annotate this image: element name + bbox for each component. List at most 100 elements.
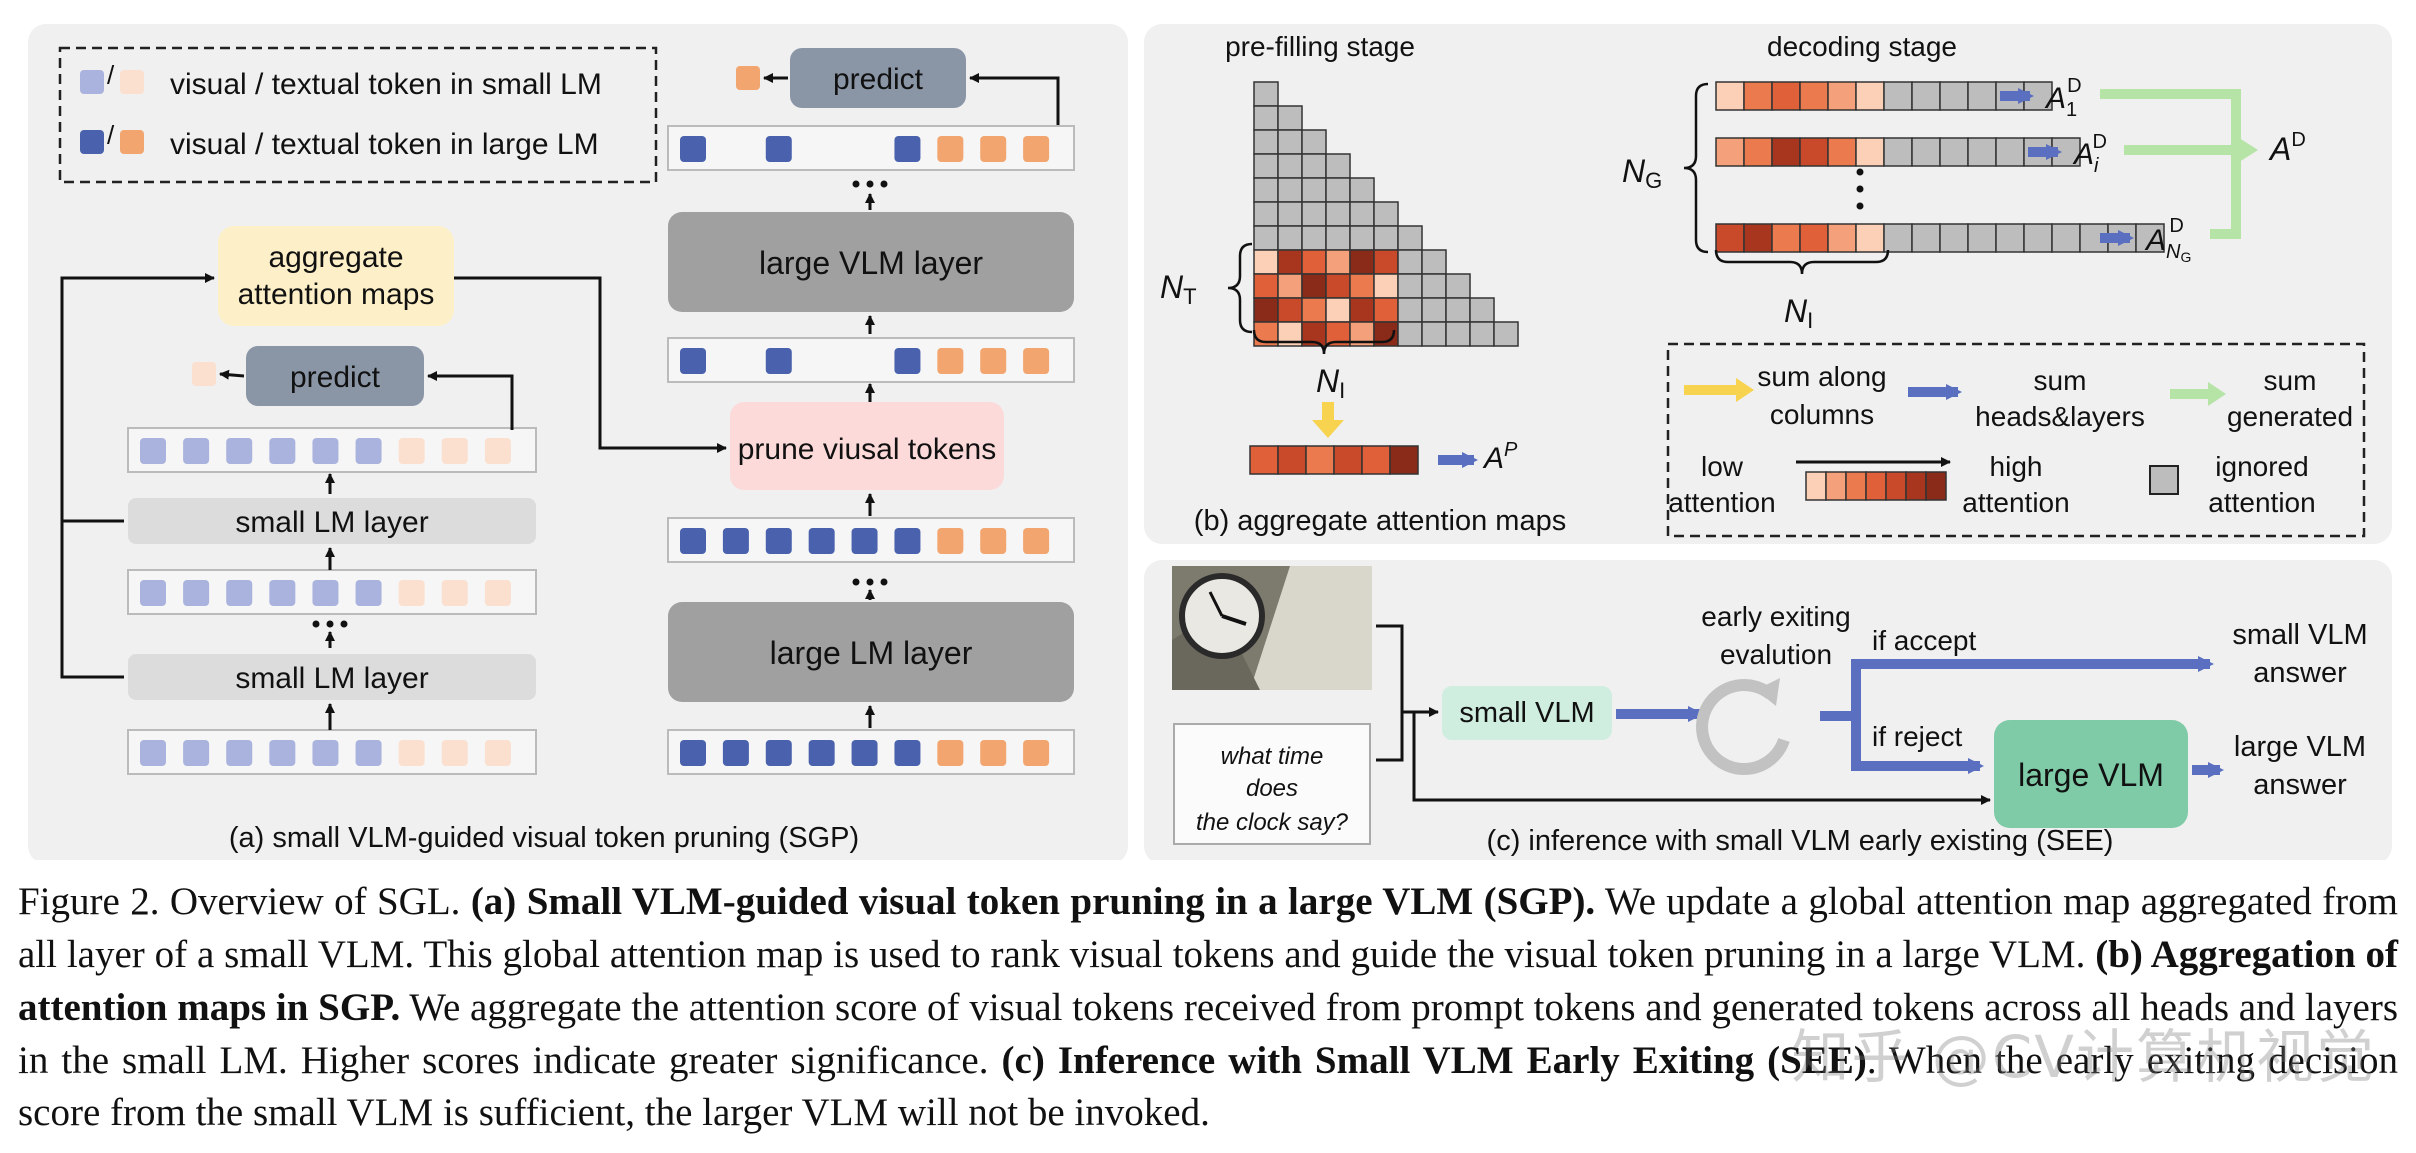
aggregated-cell — [1305, 445, 1335, 475]
token — [484, 438, 511, 464]
legend-sum-heads-2: heads&layers — [1975, 401, 2145, 432]
token — [937, 136, 964, 162]
attention-cell — [1301, 297, 1327, 323]
large-predict-label: predict — [833, 63, 924, 96]
attention-cell — [1277, 153, 1303, 179]
legend-ignored-1: ignored — [2215, 451, 2308, 482]
token — [398, 580, 425, 606]
attention-cell — [1349, 225, 1375, 251]
a1-label: A1D — [2044, 75, 2082, 121]
gradient-cell — [1865, 471, 1887, 501]
decode-cell — [1827, 81, 1857, 111]
nt-brace — [1227, 242, 1253, 334]
decode-cell — [1855, 81, 1885, 111]
small-predicted-token — [192, 362, 216, 386]
attention-cell — [1445, 273, 1471, 299]
token — [355, 580, 382, 606]
sum-columns-arrow — [1312, 402, 1344, 438]
large-predicted-token — [736, 66, 760, 90]
decode-cell — [1799, 223, 1829, 253]
attention-cell — [1349, 273, 1375, 299]
attention-cell — [1493, 321, 1519, 347]
attention-cell — [1253, 105, 1279, 131]
attention-cell — [1325, 297, 1351, 323]
token — [226, 438, 253, 464]
token — [441, 438, 468, 464]
token — [765, 740, 792, 766]
ad-label: AD — [2268, 129, 2306, 167]
caption-b-text: We aggregate the attention score of visu… — [18, 985, 2399, 1082]
ng-label: NG — [1622, 153, 1662, 193]
small-answer-2: answer — [2253, 657, 2347, 689]
ai-label: AiD — [2072, 131, 2107, 177]
decode-cell — [1771, 137, 1801, 167]
token — [183, 740, 210, 766]
attention-cell — [1469, 321, 1495, 347]
gradient-cell — [1885, 471, 1907, 501]
token — [1023, 528, 1050, 554]
legend-small-text-token — [120, 70, 144, 94]
aggregated-cell — [1361, 445, 1391, 475]
decode-ignored-cell — [1939, 223, 1969, 253]
attention-cell — [1421, 321, 1447, 347]
token — [1023, 348, 1050, 374]
large-vlm-box — [1994, 720, 2188, 828]
decode-cell — [1743, 81, 1773, 111]
large-answer-2: answer — [2253, 769, 2347, 801]
decode-ignored-cell — [1967, 137, 1997, 167]
small-vlm-box — [1442, 686, 1612, 740]
legend-high-1: high — [1990, 451, 2043, 482]
token — [226, 740, 253, 766]
sgl-overview-diagram: / visual / textual token in small LM / v… — [28, 24, 2392, 860]
token — [312, 740, 339, 766]
attention-cell — [1397, 297, 1423, 323]
token — [680, 348, 706, 374]
small-token-row-top — [127, 427, 537, 473]
attention-cell — [1301, 129, 1327, 155]
caption-lead: Figure 2. Overview of SGL. — [18, 880, 471, 923]
gradient-cell — [1825, 471, 1847, 501]
legend-large-visual-token — [80, 130, 104, 154]
token — [398, 438, 425, 464]
small-lm-layer-bottom — [128, 654, 536, 700]
decode-ellipsis-dot-2 — [1856, 185, 1864, 193]
decode-cell — [1743, 223, 1773, 253]
small-answer-1: small VLM — [2232, 619, 2367, 651]
decode-cell — [1827, 223, 1857, 253]
token — [851, 740, 878, 766]
prefill-attention-matrix — [1253, 81, 1519, 347]
small-vlm-label: small VLM — [1459, 697, 1594, 729]
decode-cell — [1799, 81, 1829, 111]
green-arrowhead — [2236, 136, 2258, 164]
attention-cell — [1325, 249, 1351, 275]
token — [680, 136, 706, 162]
decode-ignored-cell — [1883, 137, 1913, 167]
attention-cell — [1253, 225, 1279, 251]
attention-cell — [1421, 297, 1447, 323]
token — [894, 528, 921, 554]
attention-cell — [1373, 273, 1399, 299]
attention-cell — [1421, 249, 1447, 275]
legend-large-text-token — [120, 130, 144, 154]
attention-cell — [1253, 273, 1279, 299]
ni-brace — [1252, 329, 1396, 355]
attention-cell — [1325, 201, 1351, 227]
attention-cell — [1325, 273, 1351, 299]
decode-ignored-cell — [1911, 137, 1941, 167]
gradient-cell — [1925, 471, 1947, 501]
token — [722, 740, 749, 766]
legend-low-1: low — [1701, 451, 1744, 482]
small-lm-layer-bottom-label: small LM layer — [235, 662, 428, 695]
gradient-cell — [1905, 471, 1927, 501]
aggregate-label-1: aggregate — [268, 241, 403, 274]
question-line-2: does — [1246, 775, 1298, 802]
token — [140, 740, 166, 766]
attention-cell — [1469, 297, 1495, 323]
question-line-3: the clock say? — [1196, 809, 1349, 836]
attention-cell — [1325, 225, 1351, 251]
token — [680, 528, 706, 554]
question-line-1: what time — [1221, 743, 1324, 770]
large-lm-layer — [668, 602, 1074, 702]
large-token-row-pruned — [667, 337, 1075, 383]
early-exit-label-2: evalution — [1720, 639, 1832, 670]
